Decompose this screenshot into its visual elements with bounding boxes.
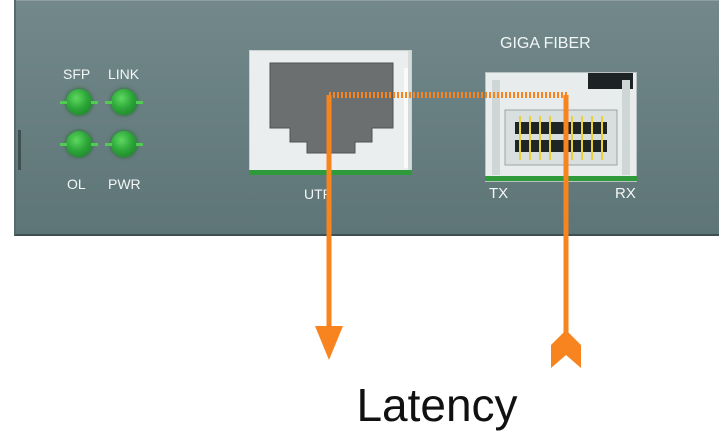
sfp-led (60, 89, 98, 115)
pwr-led-label: PWR (108, 176, 141, 192)
giga-fiber-label: GIGA FIBER (500, 35, 591, 52)
sfp-cage-latch (588, 73, 633, 89)
ol-led (60, 131, 98, 157)
rx-label: RX (615, 185, 636, 202)
tx-label: TX (489, 185, 509, 202)
ol-led-label: OL (67, 176, 86, 192)
utp-label: UTP (304, 186, 332, 202)
sfp-cage-base (485, 176, 637, 181)
arrow-tail-icon (551, 330, 581, 368)
link-led-label: LINK (108, 66, 140, 82)
sfp-led-label: SFP (63, 66, 91, 82)
pwr-led (105, 131, 143, 157)
down-arrow-icon (315, 326, 343, 360)
latency-caption: Latency (356, 379, 518, 431)
link-led (105, 89, 143, 115)
panel-edge-mark (18, 130, 21, 170)
